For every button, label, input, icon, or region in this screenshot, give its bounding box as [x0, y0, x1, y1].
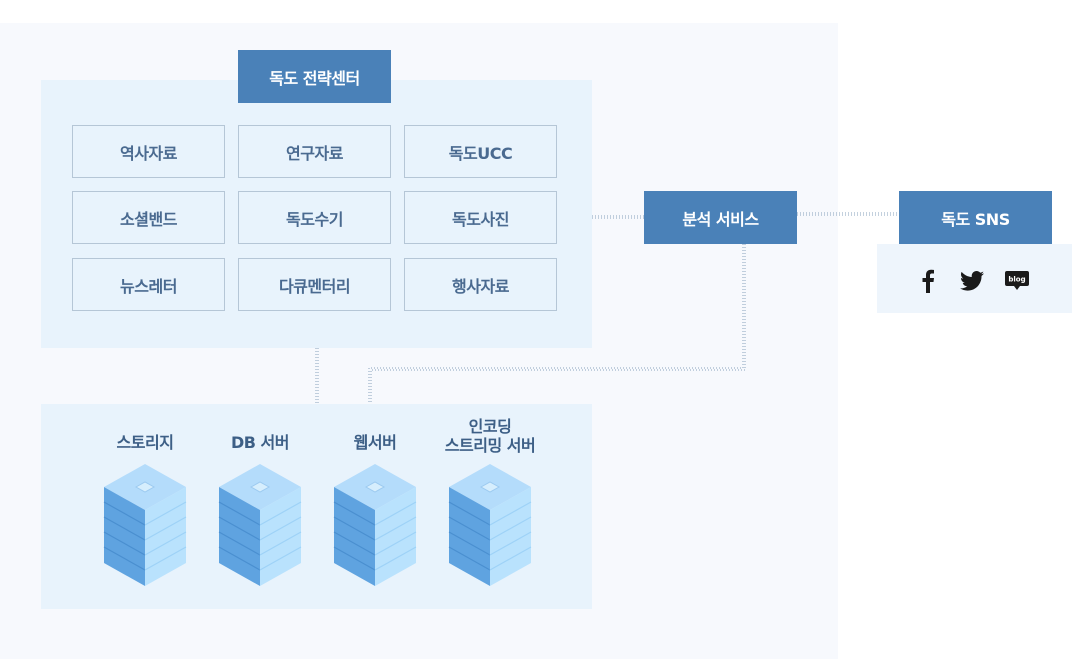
blog-icon[interactable]: blog: [1002, 266, 1032, 296]
strategy-center-panel: [41, 80, 592, 348]
category-social-band[interactable]: 소셜밴드: [72, 191, 225, 244]
category-event[interactable]: 행사자료: [404, 258, 557, 311]
server-label-web-line1: 웹서버: [353, 433, 397, 452]
server-label-storage: 스토리지: [95, 433, 195, 452]
category-ucc[interactable]: 독도UCC: [404, 125, 557, 178]
facebook-icon[interactable]: [914, 266, 942, 296]
server-label-db-line1: DB 서버: [231, 433, 290, 452]
analysis-service-box: 분석 서비스: [644, 191, 797, 244]
category-documentary[interactable]: 다큐멘터리: [238, 258, 391, 311]
category-research[interactable]: 연구자료: [238, 125, 391, 178]
sns-box: 독도 SNS: [899, 191, 1052, 244]
server-label-encoding-line1: 인코딩: [468, 417, 512, 436]
category-photo[interactable]: 독도사진: [404, 191, 557, 244]
server-rack-icon-storage: [103, 464, 187, 586]
server-label-encoding: 인코딩 스트리밍 서버: [425, 417, 555, 455]
server-label-web: 웹서버: [325, 433, 425, 452]
server-rack-icon-encoding: [448, 464, 532, 586]
strategy-center-title: 독도 전략센터: [238, 50, 391, 103]
blog-icon-text: blog: [1008, 276, 1025, 284]
category-newsletter[interactable]: 뉴스레터: [72, 258, 225, 311]
server-rack-icon-db: [218, 464, 302, 586]
category-essay[interactable]: 독도수기: [238, 191, 391, 244]
twitter-icon[interactable]: [957, 266, 987, 296]
server-label-encoding-line2: 스트리밍 서버: [444, 436, 536, 455]
server-label-storage-line1: 스토리지: [116, 433, 174, 452]
connector-analysis-servers: [368, 244, 744, 404]
connector-analysis-servers-2: [370, 244, 746, 404]
server-rack-icon-web: [333, 464, 417, 586]
server-label-db: DB 서버: [210, 433, 310, 452]
category-history[interactable]: 역사자료: [72, 125, 225, 178]
